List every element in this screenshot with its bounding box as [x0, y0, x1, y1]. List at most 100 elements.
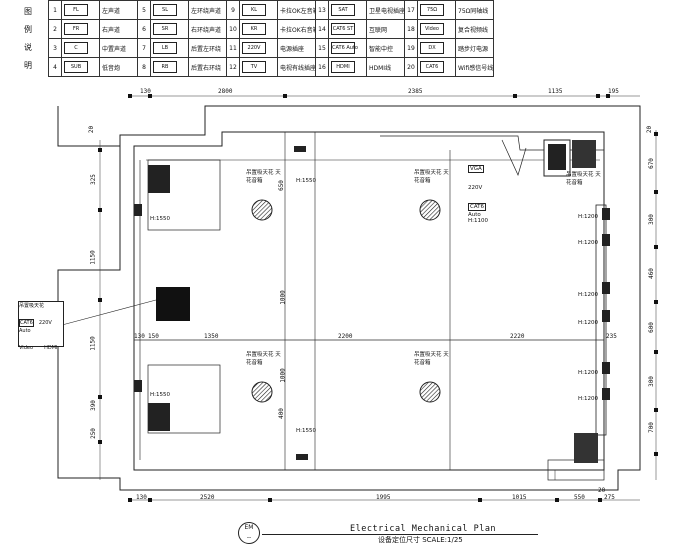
legend-symbol-box: 75Ω	[420, 4, 444, 16]
door-swing	[501, 139, 527, 176]
legend-header-1: 图	[24, 6, 32, 16]
callout-title: 吊置吸天花	[19, 303, 45, 309]
dim-bottom-7: 20	[598, 487, 606, 494]
dim-top-3: 2385	[408, 88, 423, 95]
legend-symbol-box: TV	[242, 61, 266, 73]
dim-inner-1: 1000	[279, 290, 287, 305]
dim-top-5: 195	[608, 88, 619, 95]
title-underline	[262, 534, 538, 535]
height-label: H:1200	[578, 370, 598, 376]
dim-mid-5: 2220	[510, 333, 525, 340]
inner-wall	[133, 131, 605, 471]
em-code: EM	[244, 524, 254, 531]
ceiling-speaker	[419, 199, 441, 221]
legend-table: 图 例 说 明 1 FL 左声道 5 SL 左环绕声道 9 KL 卡拉OK左音箱…	[8, 0, 494, 77]
front-speaker	[296, 454, 308, 460]
vga-outlet-group: VGA 220V CAT6 Auto H:1100	[468, 155, 502, 224]
dim-inner-3: 400	[277, 408, 285, 419]
sub-speaker-top	[148, 165, 170, 193]
dim-right-6: 300	[647, 376, 655, 387]
dim-mid-2: 150	[148, 333, 159, 340]
wall-speaker	[134, 380, 142, 392]
left-callout-box: 吊置吸天花 CAT6 220V Auto Video HDMI	[18, 301, 64, 351]
outer-wall	[57, 105, 641, 491]
dim-left-4: 1150	[89, 336, 97, 351]
legend-symbol-box: KL	[242, 4, 266, 16]
dim-right-1: 20	[646, 125, 654, 134]
legend-symbol-box: 220V	[242, 42, 266, 54]
wall-speaker	[602, 388, 610, 400]
wall-speaker	[602, 310, 610, 322]
height-label: H:1200	[578, 240, 598, 246]
legend-symbol-box: CAT6 Auto	[331, 42, 358, 54]
plan-scale: 设备定位尺寸 SCALE:1/25	[378, 536, 463, 544]
legend-symbol-box: CAT6	[420, 61, 444, 73]
legend-symbol-box: Video	[420, 23, 444, 35]
auto-label: Auto	[468, 212, 481, 218]
height-label: H:1550	[150, 216, 170, 222]
legend-label: Wifi感信号线	[455, 57, 494, 77]
height-label: H:1550	[296, 428, 316, 434]
height-label: H:1200	[578, 396, 598, 402]
legend-no: 12	[226, 57, 240, 77]
em-symbol: EM --	[238, 522, 260, 544]
vga-height-label: H:1100	[468, 218, 488, 224]
legend-symbol-box: FL	[64, 4, 88, 16]
callout-video: Video	[19, 345, 34, 351]
inner-wall-2	[139, 159, 600, 460]
dim-top-4: 1135	[548, 88, 563, 95]
legend-symbol-box: SUB	[64, 61, 88, 73]
dim-mid-4: 2200	[338, 333, 353, 340]
dim-mid-3: 1350	[204, 333, 219, 340]
vga-label: VGA	[468, 165, 484, 173]
ceiling-speaker	[251, 199, 273, 221]
title-block: EM -- Electrical Mechanical Plan 设备定位尺寸 …	[238, 522, 538, 546]
callout-220v: 220V	[38, 320, 52, 326]
power-label: 220V	[468, 185, 483, 191]
legend-header-4: 明	[24, 60, 32, 70]
dim-left-2: 325	[89, 174, 97, 185]
legend-label: HDMI线	[366, 57, 405, 77]
dim-right-2: 670	[647, 158, 655, 169]
dim-right-7: 700	[647, 422, 655, 433]
legend-symbol-box: SAT	[331, 4, 355, 16]
equipment-top-right-2	[572, 140, 596, 168]
legend-symbol-box: SR	[153, 23, 177, 35]
legend-symbol: LB	[150, 38, 189, 58]
callout-hdmi: HDMI	[44, 345, 58, 351]
legend-symbol-box: HDMI	[331, 61, 355, 73]
em-sub: --	[246, 534, 252, 541]
dim-right-5: 600	[647, 322, 655, 333]
sub-speaker-bottom	[148, 403, 170, 431]
legend-symbol-box: CAT6 ST	[331, 23, 355, 35]
dim-top-1: 130	[140, 88, 151, 95]
ceiling-speaker-label: 吊置吸天花 天花音箱	[414, 170, 449, 184]
dim-right-4: 460	[647, 268, 655, 279]
plan-title: Electrical Mechanical Plan	[350, 524, 497, 534]
ceiling-speaker-label: 吊置吸天花 天花音箱	[414, 352, 449, 366]
ceiling-speaker-label: 吊置吸天花 天花音箱	[246, 352, 281, 366]
front-speaker	[294, 146, 306, 152]
dim-left-6: 250	[89, 428, 97, 439]
dim-bottom-2: 2520	[200, 494, 215, 501]
dim-bottom-3: 1995	[376, 494, 391, 501]
legend-symbol-box: LB	[153, 42, 177, 54]
legend-symbol-box: FR	[64, 23, 88, 35]
dim-left-5: 390	[89, 400, 97, 411]
wall-speaker	[602, 362, 610, 374]
dim-left-1: 20	[88, 125, 96, 134]
dim-right-3: 300	[647, 214, 655, 225]
wall-speaker	[134, 204, 142, 216]
ceiling-speaker	[419, 381, 441, 403]
dim-mid-6: 235	[606, 333, 617, 340]
legend-label: 踏步灯电源	[455, 38, 494, 58]
ceiling-speaker-label: 吊置吸天花 天花音箱	[246, 170, 281, 184]
legend-symbol-box: SL	[153, 4, 177, 16]
dim-bottom-4: 1015	[512, 494, 527, 501]
wall-speaker	[602, 208, 610, 220]
legend-header: 图 例 说 明	[8, 1, 49, 77]
dim-inner-2: 1000	[279, 368, 287, 383]
cat6-label: CAT6	[468, 203, 487, 211]
dim-bottom-5: 550	[574, 494, 585, 501]
